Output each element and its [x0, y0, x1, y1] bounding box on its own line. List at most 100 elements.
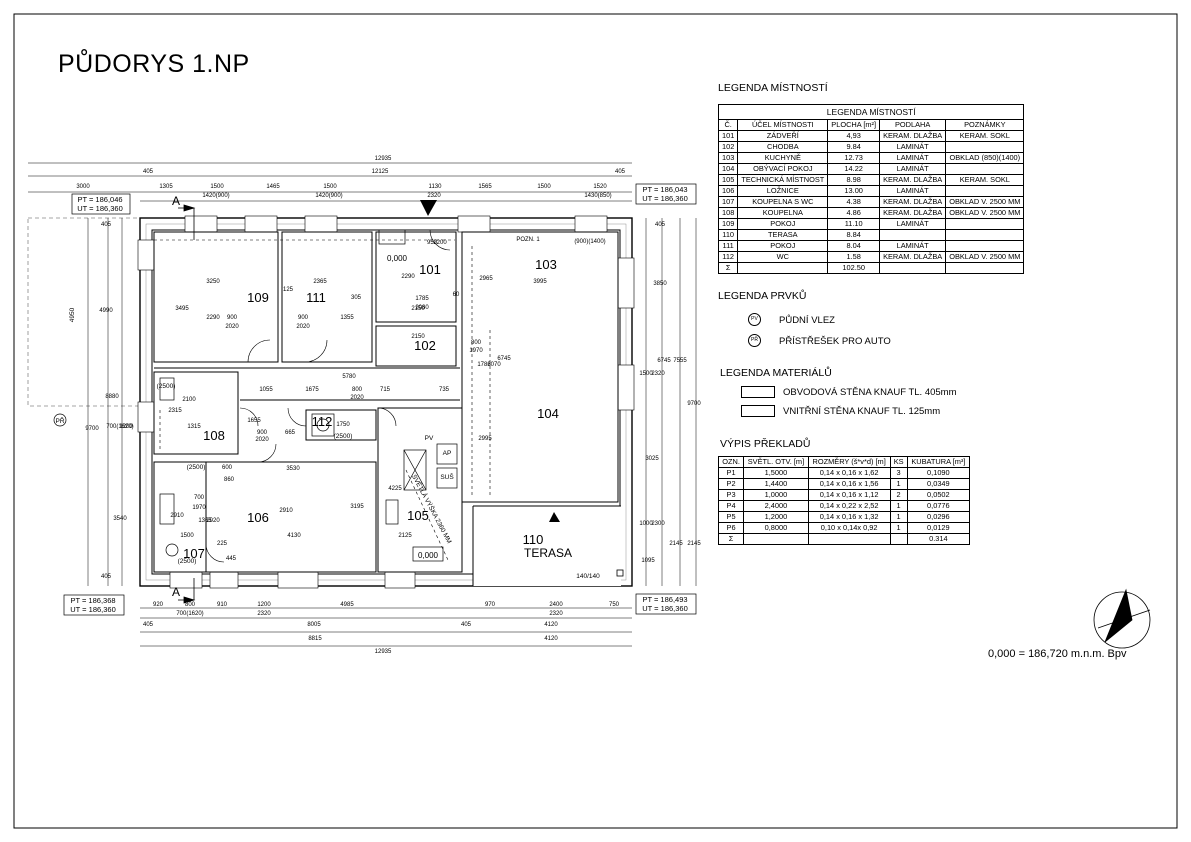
dimension-label: 665: [285, 430, 296, 436]
section-line-a: [178, 204, 196, 604]
plan-annotation: SUŠ: [440, 472, 454, 481]
dimension-label: 1786: [477, 362, 491, 368]
corner-height-ut: UT = 186,360: [70, 605, 116, 614]
table-cell: ZÁDVEŘÍ: [737, 130, 829, 142]
dimension-label: 860: [224, 477, 235, 483]
plan-annotation: AP: [443, 450, 452, 457]
table-cell: LAMINÁT: [879, 218, 947, 230]
table-cell: 0,0129: [906, 522, 971, 534]
table-cell: KERAM. DLAŽBA: [879, 207, 947, 219]
dimension-label: 1675: [305, 387, 319, 393]
room-label: 104: [537, 406, 559, 421]
table-cell: 8.84: [827, 229, 881, 241]
terrace-area: [473, 506, 621, 586]
dimension-label: 3495: [175, 306, 189, 312]
dimension-label: 12935: [375, 156, 392, 162]
dimension-label: 1355: [340, 315, 354, 321]
dimension-label: 1520: [593, 184, 607, 190]
table-cell: [889, 533, 908, 545]
dimension-label: 1095: [641, 558, 655, 564]
carport-symbol-icon: [53, 413, 67, 427]
table-cell: 0,0296: [906, 511, 971, 523]
table-cell: 1,0000: [743, 489, 809, 501]
dimension-label: 1655: [247, 418, 261, 424]
table-cell: [945, 163, 1025, 175]
plan-annotation: (2500): [157, 383, 176, 390]
table-cell: 0,10 x 0,14x 0,92: [807, 522, 891, 534]
dimension-label: 1750: [336, 422, 350, 428]
dimension-label: 2145: [687, 541, 701, 547]
pudni-vlez-icon: PV: [748, 313, 761, 326]
table-cell: 0,8000: [743, 522, 809, 534]
dimension-label: 2020: [296, 324, 310, 330]
dimension-label: 2965: [479, 276, 493, 282]
pristresek-icon: PŘ: [748, 334, 761, 347]
dimension-label: 405: [143, 169, 154, 175]
dimension-label: 225: [217, 541, 228, 547]
dimension-label: 2100: [182, 397, 196, 403]
table-cell: P3: [717, 489, 745, 501]
table-cell: KERAM. SOKL: [945, 174, 1025, 186]
dimension-label: 405: [615, 169, 626, 175]
table-cell: 3: [889, 467, 908, 479]
table-cell: KERAM. DLAŽBA: [879, 251, 947, 263]
plan-annotation: POZN. 1: [516, 237, 540, 243]
carport-outline: [27, 217, 141, 407]
table-cell: [945, 185, 1025, 197]
plan-annotation: (2500): [334, 433, 353, 440]
table-cell: 1,5000: [743, 467, 809, 479]
table-cell: 1.58: [827, 251, 881, 263]
dimension-label: 2200: [433, 240, 447, 246]
dimension-label: 4225: [388, 486, 402, 492]
table-cell: P1: [717, 467, 745, 479]
lintels-table: OZN.SVĚTL. OTV. [m]ROZMĚRY (š*v*d) [m]KS…: [717, 456, 971, 545]
table-cell: OBKLAD V. 2500 MM: [945, 251, 1025, 263]
table-cell: [945, 141, 1025, 153]
table-cell: 1: [889, 522, 908, 534]
table-cell: 1: [889, 478, 908, 490]
dimension-label: 970: [485, 602, 496, 608]
dimension-label: 12125: [372, 169, 389, 175]
dimension-lines: [28, 162, 697, 647]
table-cell: 101: [717, 130, 739, 142]
lintels-column-header: OZN.: [717, 456, 745, 468]
table-cell: OBKLAD V. 2500 MM: [945, 196, 1025, 208]
dimension-label: 1420(900): [315, 193, 342, 199]
lintels-column-header: ROZMĚRY (š*v*d) [m]: [807, 456, 891, 468]
table-cell: 106: [717, 185, 739, 197]
room-label: 112: [312, 414, 333, 429]
table-cell: POKOJ: [737, 218, 829, 230]
legend-material-label: VNITŘNÍ STĚNA KNAUF TL. 125mm: [783, 406, 941, 417]
dimension-label: 1055: [259, 387, 273, 393]
table-cell: CHODBA: [737, 141, 829, 153]
corner-height-ut: UT = 186,360: [642, 604, 688, 613]
room-label: 110: [523, 532, 544, 547]
dimension-label: 1565: [478, 184, 492, 190]
room-label: 105: [407, 508, 429, 523]
room-label: 101: [419, 262, 441, 277]
corner-height-pt: PT = 186,368: [70, 596, 115, 605]
table-cell: OBKLAD V. 2500 MM: [945, 207, 1025, 219]
dashed-lines: [154, 239, 491, 561]
dimension-label: 4130: [287, 533, 301, 539]
table-cell: [879, 262, 947, 274]
legend-rooms-column-header: PLOCHA [m²]: [827, 119, 881, 131]
dimension-label: 715: [380, 387, 391, 393]
dimension-label: 1465: [266, 184, 280, 190]
dimension-label: 2080: [415, 305, 429, 311]
table-cell: [737, 262, 829, 274]
table-cell: 102: [717, 141, 739, 153]
table-cell: 12.73: [827, 152, 881, 164]
plan-annotation: (2500): [178, 558, 197, 565]
table-cell: 0,1090: [906, 467, 971, 479]
table-cell: KERAM. DLAŽBA: [879, 130, 947, 142]
